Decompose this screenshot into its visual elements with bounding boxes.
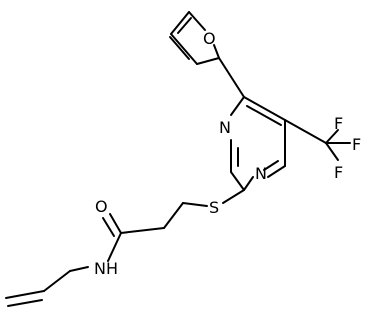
- bond-pyr-n1-c2: [243, 176, 254, 191]
- bond-carbonyl-n: [107, 232, 122, 262]
- bond-allyl-ch-ch2: [5, 290, 45, 299]
- bond-pyr-c2-n3: [230, 171, 245, 191]
- bond-carbonyl-o-double: [102, 217, 115, 237]
- atom-o-carbonyl: O: [95, 197, 108, 216]
- atom-s: S: [209, 198, 219, 217]
- bond-pyr-c6-n1: [267, 165, 286, 178]
- atom-f3: F: [334, 163, 343, 182]
- bond-furan-o-c2: [213, 44, 220, 59]
- bond-ch2-carbonyl: [120, 227, 165, 234]
- atom-n-top: N: [219, 118, 231, 137]
- bond-furan-pyrimidine: [218, 57, 245, 98]
- bond-furan-c5-o: [188, 11, 206, 31]
- atom-f2: F: [352, 135, 361, 154]
- atom-h-amide: H: [106, 259, 118, 278]
- atom-n-amide: N: [94, 259, 106, 278]
- bond-furan-c2-c3: [196, 57, 220, 65]
- bond-cf3-f1: [325, 129, 339, 144]
- bond-cf3-f3: [325, 142, 339, 161]
- atom-labels: O N N F F F S O N H: [94, 29, 361, 278]
- bond-c6-cf3: [284, 119, 327, 144]
- bond-pyr-c4-c5-double: [246, 105, 282, 126]
- bond-pyr-c6-n1-double: [263, 160, 279, 171]
- bond-ch2-ch2: [163, 202, 184, 229]
- bond-pyr-c4-c5: [243, 96, 286, 121]
- bond-allyl-double: [7, 299, 43, 307]
- bond-carbonyl-o: [109, 213, 122, 234]
- bond-s-ch2: [182, 202, 208, 207]
- atom-f1: F: [334, 114, 343, 133]
- bond-furan-c5-c4-double: [177, 17, 192, 34]
- bond-furan-c4-c5: [170, 11, 190, 35]
- bond-allyl-ch2-ch: [43, 270, 71, 292]
- bonds: [5, 11, 351, 307]
- atom-o-furan: O: [203, 29, 216, 48]
- bond-furan-c3-c4: [170, 33, 198, 65]
- bond-c2-s: [222, 189, 245, 204]
- atom-n-bottom: N: [255, 164, 267, 183]
- bond-pyr-n3-c4: [230, 96, 245, 116]
- bond-n-allyl: [69, 266, 89, 272]
- bond-furan-c3-c4-double: [169, 36, 190, 60]
